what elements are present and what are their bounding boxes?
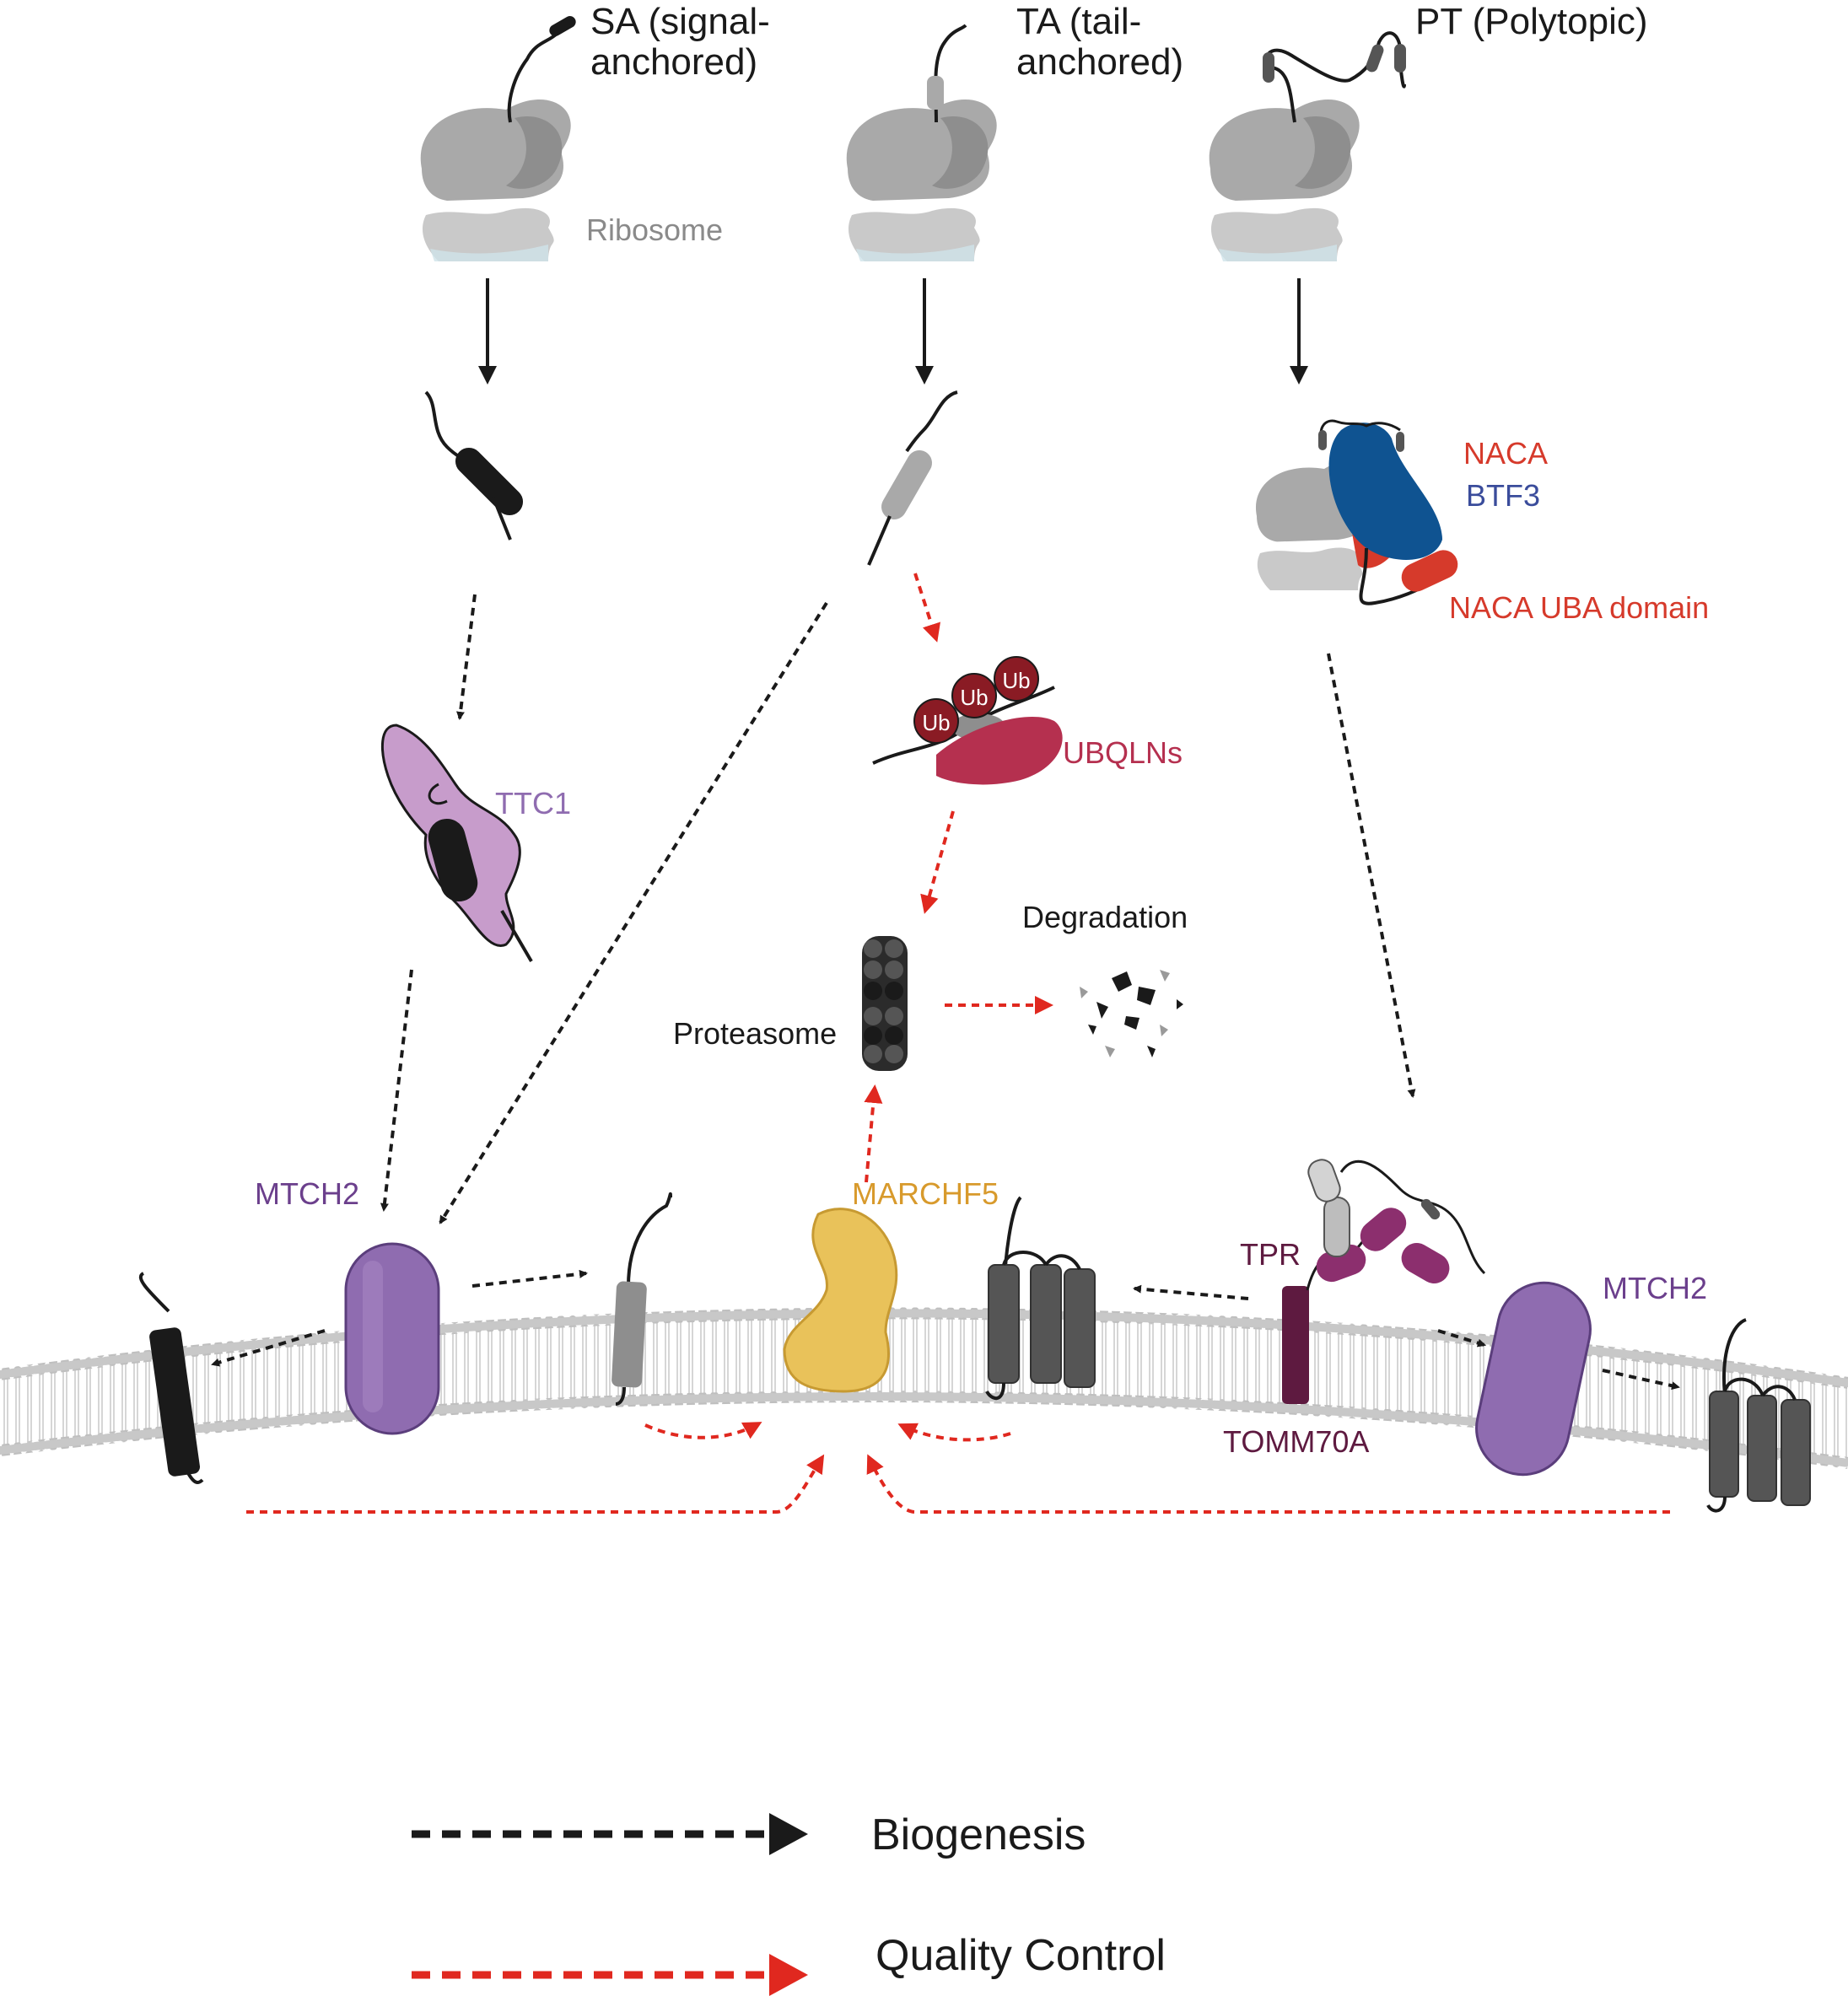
legend: Biogenesis Quality Control — [412, 1810, 1166, 1996]
ribosome-label: Ribosome — [586, 213, 723, 247]
mtch2-right — [1475, 1281, 1592, 1477]
pt-protein-membrane-left — [985, 1196, 1096, 1401]
proteasome — [862, 936, 908, 1071]
ub-2: Ub — [951, 673, 997, 718]
ribosome-sa — [420, 16, 576, 261]
naca-btf3-complex — [1255, 419, 1458, 605]
ttc1-label: TTC1 — [495, 786, 571, 820]
tomm70a-tpr — [1282, 1159, 1486, 1404]
sa-label-line1: SA (signal- — [590, 1, 770, 42]
tpr-label: TPR — [1240, 1237, 1301, 1272]
mtch2-right-label: MTCH2 — [1603, 1271, 1707, 1305]
proteasome-label: Proteasome — [673, 1016, 837, 1051]
mtch2-left — [344, 1242, 440, 1435]
pt-protein-membrane-right — [1706, 1318, 1811, 1513]
mtch2-left-label: MTCH2 — [255, 1176, 359, 1211]
btf3-label: BTF3 — [1466, 478, 1540, 513]
ribosome-pt — [1209, 31, 1406, 261]
legend-qc-arrowhead — [769, 1954, 808, 1996]
sa-protein-membrane — [138, 1272, 204, 1484]
degradation-fragments — [1080, 970, 1183, 1057]
ta-label-line2: anchored) — [1016, 41, 1183, 83]
ub-1: Ub — [913, 698, 959, 744]
naca-label: NACA — [1463, 436, 1548, 471]
ub-3: Ub — [994, 656, 1039, 702]
ub-2-label: Ub — [960, 685, 988, 710]
degradation-label: Degradation — [1022, 900, 1188, 934]
tomm70a-label: TOMM70A — [1223, 1424, 1369, 1459]
ribosome-ta — [846, 24, 997, 261]
ta-protein-membrane — [612, 1192, 672, 1406]
biogenesis-arrows — [211, 594, 1680, 1391]
ta-label-line1: TA (tail- — [1016, 1, 1141, 42]
sa-label-line2: anchored) — [590, 41, 757, 83]
quality-control-arrows — [246, 573, 1670, 1514]
ubqln-complex — [872, 686, 1063, 785]
naca-uba-label: NACA UBA domain — [1449, 590, 1709, 625]
legend-quality-control: Quality Control — [412, 1931, 1166, 1996]
pt-label: PT (Polytopic) — [1415, 1, 1648, 42]
ubqlns-label: UBQLNs — [1063, 735, 1183, 770]
legend-quality-control-label: Quality Control — [876, 1931, 1166, 1980]
ttc1-complex — [380, 724, 533, 963]
legend-biogenesis: Biogenesis — [412, 1810, 1086, 1859]
marchf5 — [783, 1208, 898, 1393]
ub-1-label: Ub — [922, 710, 950, 735]
legend-biogenesis-label: Biogenesis — [871, 1810, 1086, 1859]
marchf5-label: MARCHF5 — [852, 1176, 999, 1211]
ub-3-label: Ub — [1002, 668, 1030, 693]
legend-biogenesis-arrowhead — [769, 1813, 808, 1855]
sa-protein-free — [424, 390, 524, 541]
ta-protein-free — [867, 390, 958, 566]
